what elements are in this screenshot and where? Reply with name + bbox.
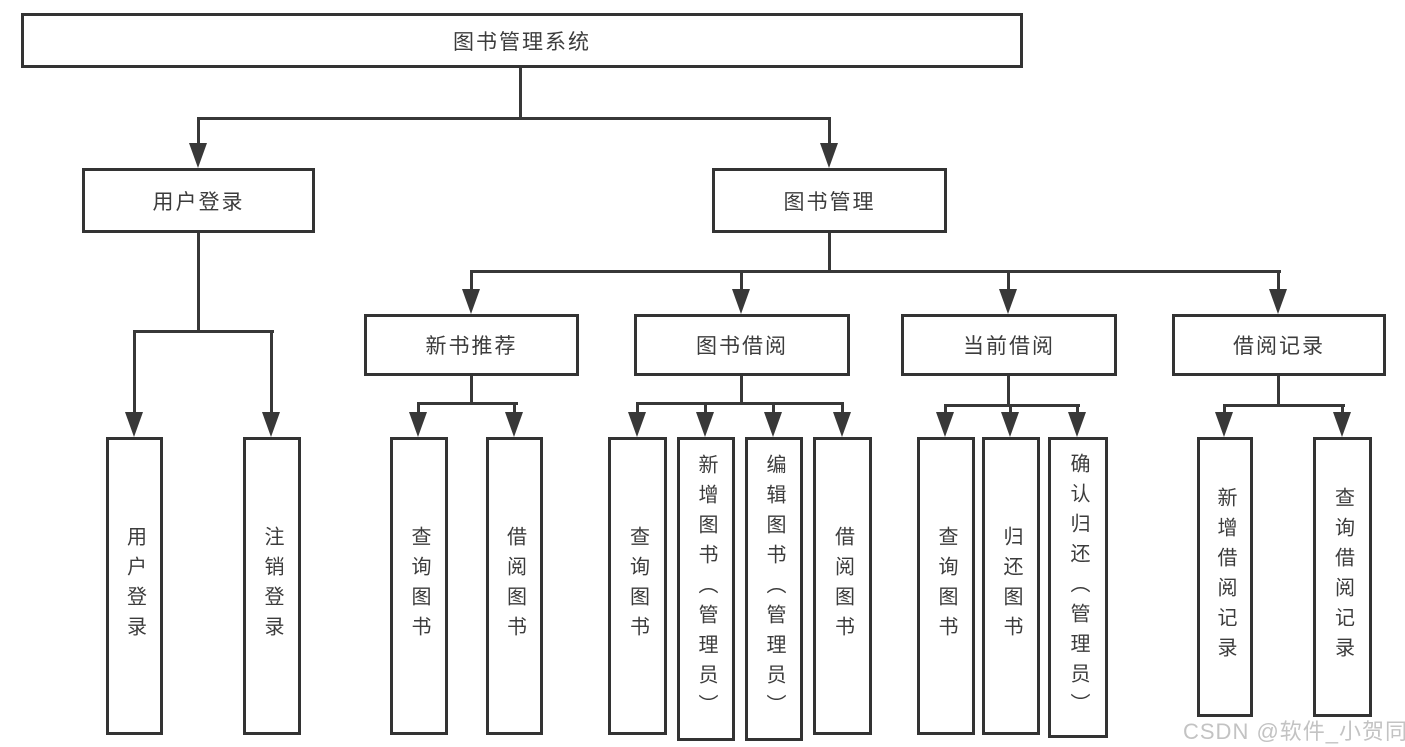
node-book-borrow: 图书借阅: [634, 314, 850, 376]
node-borrow-add-books-admin: 新增图书（管理员）: [677, 437, 735, 741]
connector-drop-current-borrow: [1007, 272, 1010, 292]
node-current-query-books: 查询图书: [917, 437, 975, 735]
arrowhead-cb-query-icon: [936, 412, 954, 437]
arrowhead-cb-confirm-icon: [1068, 412, 1086, 437]
connector-drop-cb-query: [944, 406, 947, 416]
node-current-confirm-return-admin: 确认归还（管理员）: [1048, 437, 1108, 738]
arrowhead-borrow-records-icon: [1269, 289, 1287, 314]
connector-drop-newbook-query: [417, 404, 420, 416]
connector-drop-logout-action: [270, 332, 273, 416]
connector-records-rail: [1223, 404, 1345, 407]
arrowhead-bb-borrow-icon: [833, 412, 851, 437]
node-book-management: 图书管理: [712, 168, 947, 233]
connector-newbook-rail: [417, 402, 518, 405]
node-current-borrow: 当前借阅: [901, 314, 1117, 376]
node-newbook-borrow-books: 借阅图书: [486, 437, 543, 735]
arrowhead-newbook-query-icon: [409, 412, 427, 437]
connector-drop-rec-query: [1341, 406, 1344, 416]
arrowhead-rec-query-icon: [1333, 412, 1351, 437]
connector-drop-rec-add: [1223, 406, 1226, 416]
connector-drop-new-book: [470, 272, 473, 292]
node-current-return-books: 归还图书: [982, 437, 1040, 735]
arrowhead-book-borrow-icon: [732, 289, 750, 314]
connector-userlogin-rail: [133, 330, 274, 333]
arrowhead-book-management-icon: [820, 143, 838, 168]
connector-bookmgmt-rail: [470, 270, 1281, 273]
node-newbook-query-books: 查询图书: [390, 437, 448, 735]
node-library-system: 图书管理系统: [21, 13, 1023, 68]
node-logout-action: 注销登录: [243, 437, 301, 735]
connector-userlogin-stem: [197, 233, 200, 332]
node-user-login: 用户登录: [82, 168, 315, 233]
connector-drop-user-login: [197, 118, 200, 146]
connector-drop-bb-add: [704, 404, 707, 416]
connector-drop-borrow-records: [1277, 272, 1280, 292]
connector-newbook-stem: [470, 376, 473, 404]
connector-bookborrow-stem: [740, 376, 743, 404]
node-borrow-edit-books-admin: 编辑图书（管理员）: [745, 437, 803, 741]
connector-drop-login-action: [133, 332, 136, 416]
node-borrow-query-books: 查询图书: [608, 437, 667, 735]
connector-drop-cb-return: [1009, 406, 1012, 416]
connector-bookborrow-rail: [636, 402, 844, 405]
arrowhead-newbook-borrow-icon: [505, 412, 523, 437]
arrowhead-new-book-icon: [462, 289, 480, 314]
arrowhead-bb-edit-icon: [764, 412, 782, 437]
arrowhead-logout-action-icon: [262, 412, 280, 437]
node-records-query-record: 查询借阅记录: [1313, 437, 1372, 717]
arrowhead-user-login-icon: [189, 143, 207, 168]
node-borrow-records: 借阅记录: [1172, 314, 1386, 376]
node-user-login-action: 用户登录: [106, 437, 163, 735]
arrowhead-cb-return-icon: [1001, 412, 1019, 437]
connector-drop-newbook-borrow: [513, 404, 516, 416]
arrowhead-rec-add-icon: [1215, 412, 1233, 437]
csdn-watermark: CSDN @软件_小贺同学: [1183, 719, 1405, 744]
connector-currentborrow-stem: [1007, 376, 1010, 406]
arrowhead-bb-query-icon: [628, 412, 646, 437]
connector-bookmgmt-stem: [828, 233, 831, 272]
connector-records-stem: [1277, 376, 1280, 406]
connector-root-stem: [519, 68, 522, 119]
connector-drop-cb-confirm: [1076, 406, 1079, 416]
arrowhead-login-action-icon: [125, 412, 143, 437]
node-borrow-borrow-books: 借阅图书: [813, 437, 872, 735]
connector-drop-bb-query: [636, 404, 639, 416]
connector-drop-book-management: [828, 118, 831, 146]
arrowhead-current-borrow-icon: [999, 289, 1017, 314]
connector-drop-bb-borrow: [841, 404, 844, 416]
arrowhead-bb-add-icon: [696, 412, 714, 437]
connector-currentborrow-rail: [944, 404, 1080, 407]
node-new-book-recommend: 新书推荐: [364, 314, 579, 376]
connector-root-rail: [197, 117, 831, 120]
node-records-add-record: 新增借阅记录: [1197, 437, 1253, 717]
connector-drop-bb-edit: [772, 404, 775, 416]
connector-drop-book-borrow: [740, 272, 743, 292]
